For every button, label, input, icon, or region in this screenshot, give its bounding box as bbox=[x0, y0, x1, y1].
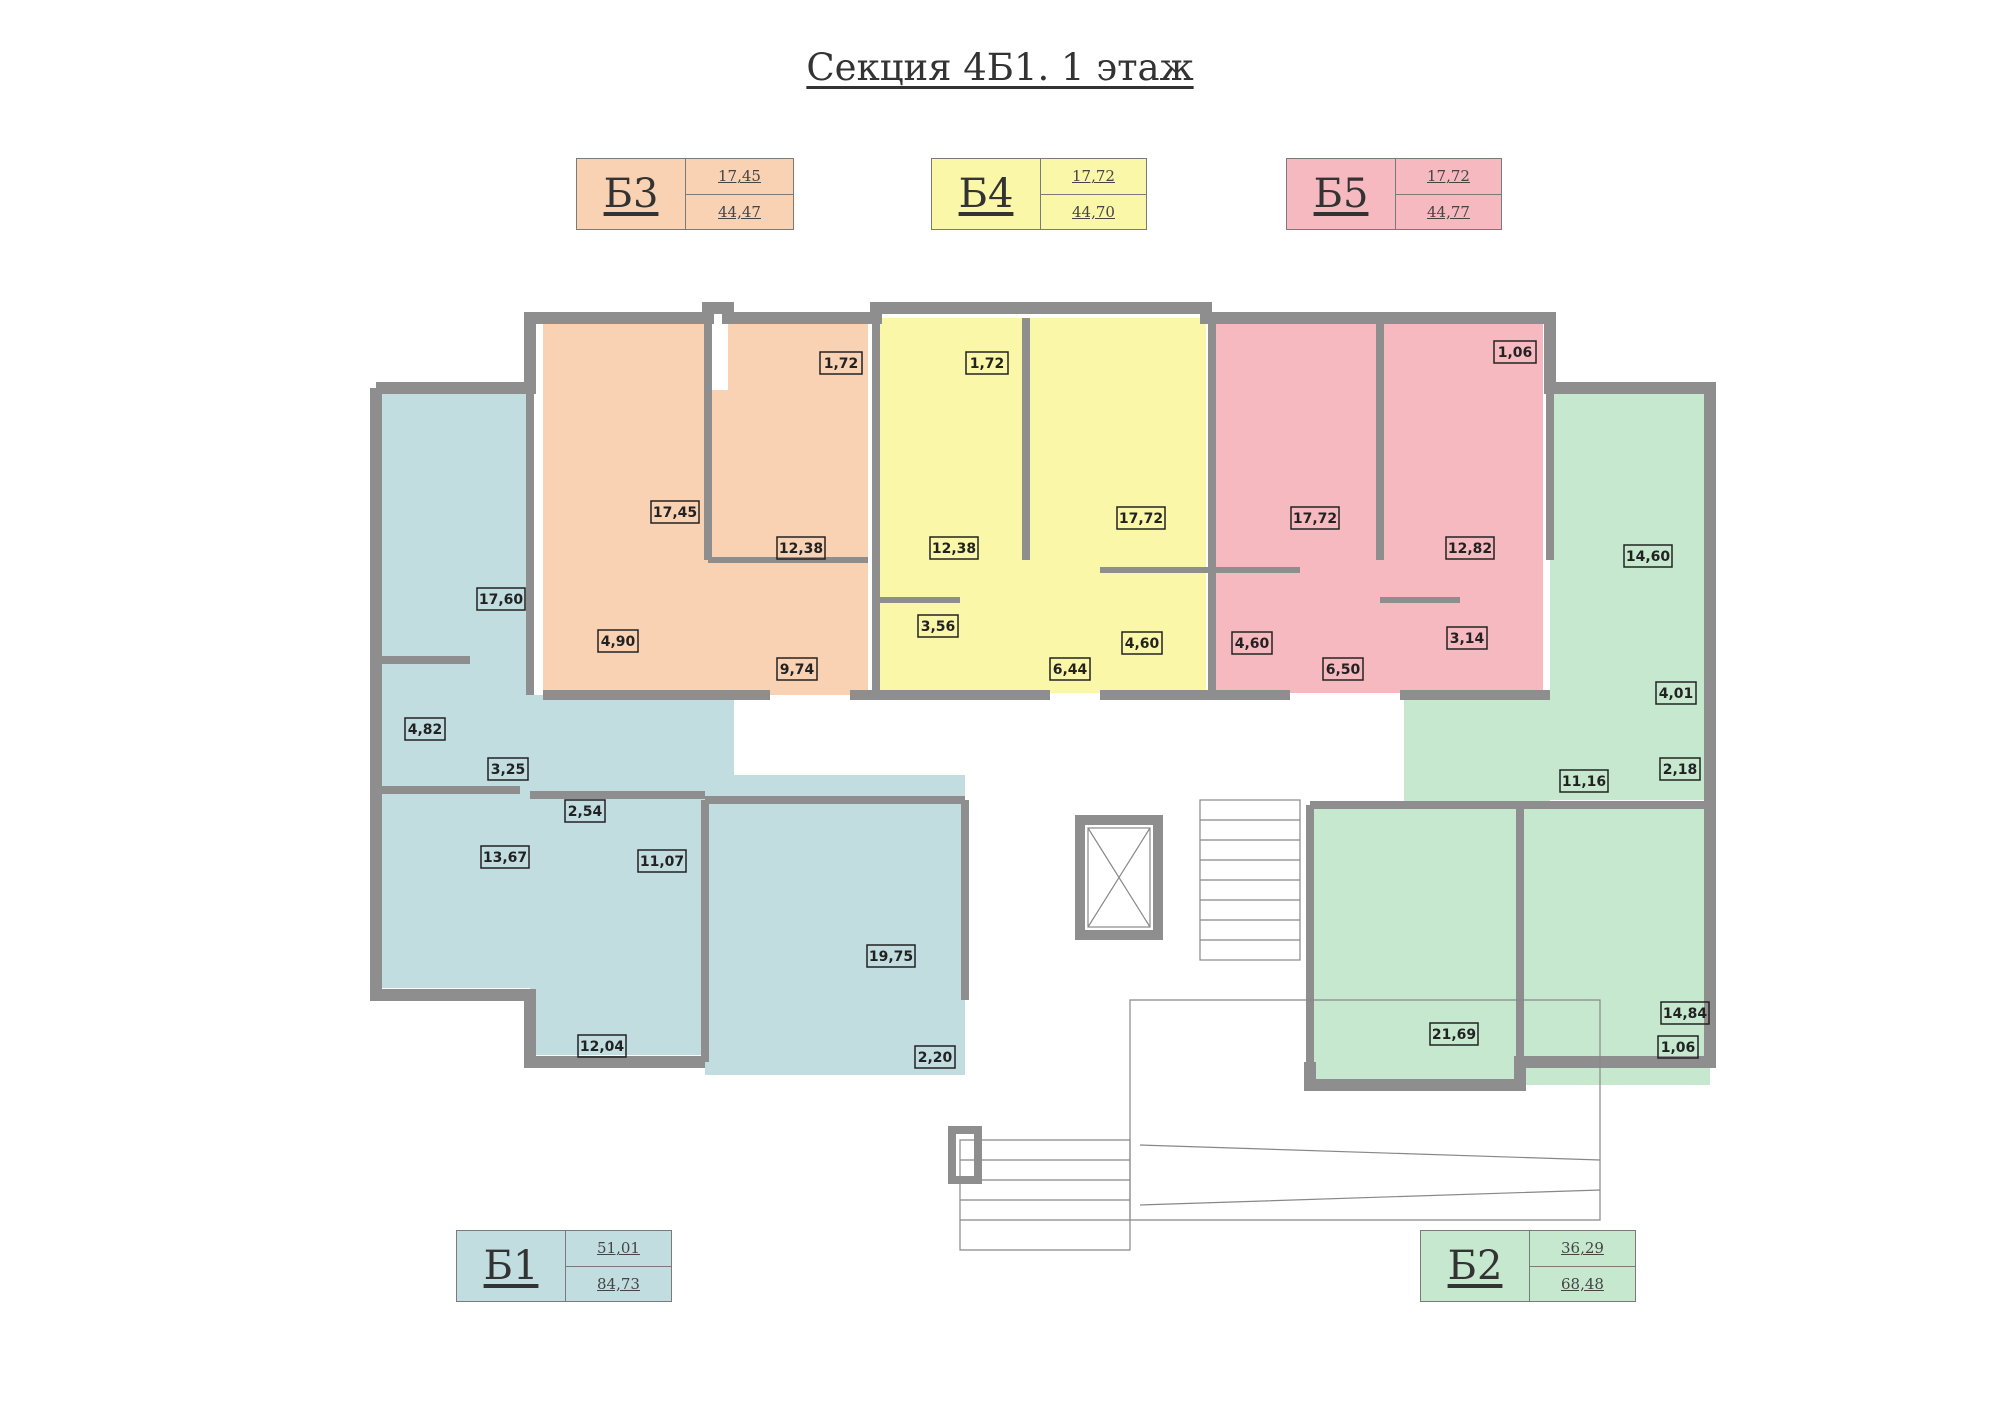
room-area: 17,60 bbox=[479, 592, 524, 608]
room-b1-bedroom: 17,60 bbox=[476, 587, 526, 611]
room-b1-corridor: 3,25 bbox=[487, 757, 529, 781]
room-area: 9,74 bbox=[780, 662, 815, 678]
room-b2-bath: 4,01 bbox=[1655, 681, 1697, 705]
legend-total-area: 44,47 bbox=[686, 193, 793, 230]
room-b3-bedroom: 17,45 bbox=[650, 500, 700, 524]
legend-code: Б2 bbox=[1421, 1231, 1530, 1301]
apartment-b3-fill bbox=[543, 318, 868, 695]
room-area: 4,90 bbox=[601, 634, 636, 650]
legend-b5: Б5 17,72 44,77 bbox=[1286, 158, 1502, 230]
room-area: 14,84 bbox=[1663, 1006, 1708, 1022]
room-area: 19,75 bbox=[869, 949, 913, 965]
room-b1-hall: 11,07 bbox=[637, 849, 687, 873]
apartment-b4-fill bbox=[876, 318, 1206, 693]
apartment-b1-fill bbox=[376, 388, 965, 1075]
room-b5-storage: 3,14 bbox=[1446, 626, 1488, 650]
legend-living-area: 36,29 bbox=[1561, 1239, 1604, 1258]
room-area: 12,38 bbox=[932, 541, 976, 557]
room-b2-living: 21,69 bbox=[1429, 1022, 1479, 1046]
legend-b4: Б4 17,72 44,70 bbox=[931, 158, 1147, 230]
room-area: 4,01 bbox=[1659, 686, 1694, 702]
room-b1-balcony: 2,20 bbox=[914, 1045, 956, 1069]
room-b5-balcony: 1,06 bbox=[1493, 340, 1537, 364]
room-area: 14,60 bbox=[1626, 549, 1671, 565]
room-b4-balcony: 1,72 bbox=[965, 351, 1009, 375]
room-b4-bath: 4,60 bbox=[1121, 631, 1163, 655]
room-b1-kitchen: 12,04 bbox=[577, 1034, 627, 1058]
room-b1-wc: 2,54 bbox=[564, 799, 606, 823]
room-area: 12,82 bbox=[1448, 541, 1492, 557]
legend-code: Б5 bbox=[1287, 159, 1396, 229]
room-b1-bath: 4,82 bbox=[404, 717, 446, 741]
room-b2-hall: 11,16 bbox=[1559, 769, 1609, 793]
legend-living-area: 17,72 bbox=[1072, 167, 1115, 186]
apartment-b2-fill bbox=[1310, 388, 1710, 1085]
room-b4-storage: 3,56 bbox=[917, 614, 959, 638]
legend-code: Б3 bbox=[577, 159, 686, 229]
legend-b2: Б2 36,29 68,48 bbox=[1420, 1230, 1636, 1302]
room-area: 4,82 bbox=[408, 722, 443, 738]
room-b3-hall: 9,74 bbox=[776, 657, 818, 681]
legend-code: Б4 bbox=[932, 159, 1041, 229]
room-area: 12,04 bbox=[580, 1039, 625, 1055]
room-b1-living: 19,75 bbox=[866, 944, 916, 968]
room-area: 1,72 bbox=[970, 356, 1005, 372]
room-area: 17,72 bbox=[1119, 511, 1163, 527]
room-b5-bedroom: 17,72 bbox=[1290, 506, 1340, 530]
room-b4-hall: 6,44 bbox=[1049, 657, 1091, 681]
room-area: 2,20 bbox=[918, 1050, 953, 1066]
legend-total-area: 68,48 bbox=[1530, 1265, 1635, 1302]
room-area: 6,50 bbox=[1326, 662, 1361, 678]
legend-total-area: 44,70 bbox=[1041, 193, 1146, 230]
room-area: 11,16 bbox=[1562, 774, 1606, 790]
room-area: 4,60 bbox=[1125, 636, 1160, 652]
room-area: 6,44 bbox=[1053, 662, 1088, 678]
room-labels: 17,45 12,38 1,72 4,90 9,74 1,72 12,38 17… bbox=[404, 340, 1710, 1069]
room-area: 12,38 bbox=[779, 541, 823, 557]
legend-b1: Б1 51,01 84,73 bbox=[456, 1230, 672, 1302]
room-b2-bedroom: 14,60 bbox=[1623, 544, 1673, 568]
room-area: 17,45 bbox=[653, 505, 697, 521]
room-area: 4,60 bbox=[1235, 636, 1270, 652]
room-b4-living: 17,72 bbox=[1116, 506, 1166, 530]
legend-total-area: 44,77 bbox=[1396, 193, 1501, 230]
room-b1-bedroom2: 13,67 bbox=[480, 845, 530, 869]
room-b3-balcony: 1,72 bbox=[819, 351, 863, 375]
stair-core bbox=[948, 799, 1601, 1251]
room-area: 3,25 bbox=[491, 762, 526, 778]
walls bbox=[370, 302, 1716, 1091]
room-area: 1,06 bbox=[1661, 1040, 1696, 1056]
room-b4-kitchen: 12,38 bbox=[929, 536, 979, 560]
room-area: 13,67 bbox=[483, 850, 527, 866]
room-b3-kitchen: 12,38 bbox=[776, 536, 826, 560]
room-area: 21,69 bbox=[1432, 1027, 1476, 1043]
room-area: 3,56 bbox=[921, 619, 956, 635]
room-b2-wc: 2,18 bbox=[1659, 757, 1701, 781]
room-b5-hall: 6,50 bbox=[1322, 657, 1364, 681]
room-b5-bath: 4,60 bbox=[1231, 631, 1273, 655]
room-area: 17,72 bbox=[1293, 511, 1337, 527]
room-area: 3,14 bbox=[1450, 631, 1485, 647]
legend-living-area: 51,01 bbox=[597, 1239, 640, 1258]
page-title: Секция 4Б1. 1 этаж bbox=[806, 46, 1194, 89]
legend-b3: Б3 17,45 44,47 bbox=[576, 158, 794, 230]
room-area: 11,07 bbox=[640, 854, 684, 870]
apartment-b5-fill bbox=[1212, 318, 1543, 693]
room-b5-kitchen: 12,82 bbox=[1445, 536, 1495, 560]
room-area: 1,72 bbox=[824, 356, 859, 372]
legend-total-area: 84,73 bbox=[566, 1265, 671, 1302]
room-b2-kitchen: 14,84 bbox=[1660, 1001, 1710, 1025]
room-b3-bath: 4,90 bbox=[597, 629, 639, 653]
legend-living-area: 17,72 bbox=[1427, 167, 1470, 186]
room-area: 2,18 bbox=[1663, 762, 1698, 778]
room-b2-balcony: 1,06 bbox=[1657, 1035, 1699, 1059]
legend-living-area: 17,45 bbox=[718, 167, 761, 186]
legend-code: Б1 bbox=[457, 1231, 566, 1301]
room-area: 2,54 bbox=[568, 804, 603, 820]
room-area: 1,06 bbox=[1498, 345, 1533, 361]
